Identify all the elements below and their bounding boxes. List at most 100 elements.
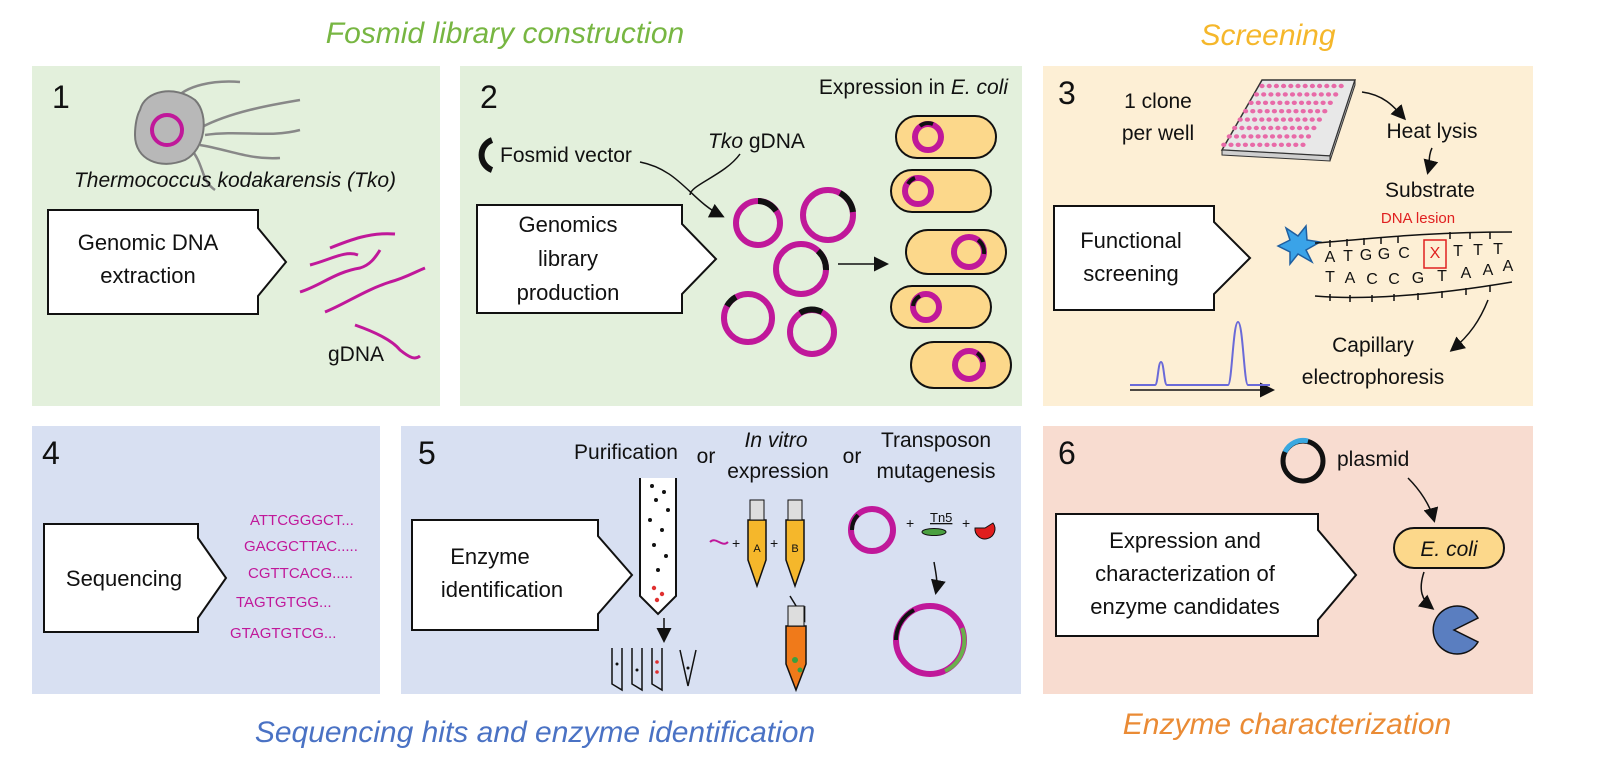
well [1275, 92, 1281, 97]
well [1322, 109, 1328, 114]
well [1250, 142, 1256, 147]
dna-top-strand [1314, 231, 1513, 244]
ecoli-to-enzyme-arrow [1417, 571, 1435, 610]
well [1306, 100, 1312, 106]
fosmid-vector-label: Fosmid vector [500, 144, 632, 167]
well [1266, 117, 1272, 122]
identification-arrow-box [411, 519, 634, 631]
well [1248, 134, 1254, 139]
well [1259, 117, 1265, 122]
plate-to-lysis-arrow [1361, 91, 1407, 121]
well [1284, 100, 1290, 106]
well [1232, 125, 1238, 131]
panel-5: 5 Enzyme identification Purification or … [401, 426, 1021, 694]
characterization-label-2: characterization of [1095, 561, 1276, 586]
dna-lesion-label: DNA lesion [1381, 210, 1455, 227]
dna-base: G [1360, 247, 1372, 264]
well [1253, 92, 1260, 97]
panel-4: 4 Sequencing ATTCGGGCT... GACGCTTAC.....… [32, 426, 380, 694]
well [1257, 109, 1263, 114]
lysis-to-substrate-arrow [1423, 147, 1439, 175]
archaeon-cell-icon [133, 80, 301, 192]
well [1317, 83, 1323, 89]
sequence-list: ATTCGGGCT... GACGCTTAC..... CGTTCACG....… [230, 512, 358, 642]
well [1221, 142, 1227, 147]
well [1262, 134, 1268, 139]
panel-4-number: 4 [42, 435, 60, 471]
well [1293, 109, 1299, 114]
fosmid-library-circles [721, 187, 856, 357]
well [1300, 109, 1306, 114]
tube-a-label: A [753, 543, 761, 555]
sequence-5: GTAGTGTCG... [230, 625, 336, 642]
invitro-tubes-icon: + A + B [709, 499, 807, 693]
electropherogram-trace [1130, 320, 1270, 386]
purification-column-icon [611, 478, 697, 692]
well [1288, 117, 1294, 122]
library-label-2: library [538, 246, 598, 271]
dna-bottom-strand [1314, 281, 1513, 299]
sequence-3: CGTTCACG..... [248, 565, 353, 582]
well [1289, 92, 1296, 97]
well [1268, 125, 1274, 131]
well [1268, 92, 1274, 97]
well [1313, 100, 1319, 106]
library-label-1: Genomics [518, 212, 617, 237]
sequencing-arrow-box [43, 523, 228, 633]
fosmid-vector-icon [478, 137, 494, 173]
library-arrow-box [476, 204, 718, 314]
well [1320, 100, 1326, 106]
panel-5-number: 5 [418, 435, 436, 471]
well [1264, 142, 1270, 147]
well [1233, 134, 1240, 139]
well [1286, 109, 1292, 114]
svg-text:+: + [732, 535, 740, 551]
dna-ticks [1329, 232, 1491, 302]
transposon-label-1: Transposon [881, 429, 991, 452]
well [1305, 134, 1312, 139]
identification-label-1: Enzyme [450, 544, 529, 569]
lesion-box [1423, 239, 1447, 269]
ecoli-label: E. coli [1420, 538, 1479, 561]
dna-base: T [1343, 248, 1353, 265]
tn5-label: Tn5 [930, 510, 952, 525]
dna-base: A [1345, 270, 1356, 287]
well [1259, 83, 1265, 89]
well [1237, 117, 1243, 122]
well [1338, 83, 1344, 89]
panel-6-number: 6 [1058, 435, 1076, 471]
well [1293, 142, 1299, 147]
invitro-label-1: In vitro [744, 429, 807, 452]
well [1257, 142, 1263, 147]
well [1298, 100, 1305, 106]
panel-6: 6 plasmid Expression and characterizatio… [1043, 426, 1533, 694]
or-label-1: or [697, 445, 716, 468]
dna-base: C [1398, 245, 1410, 262]
well [1302, 117, 1308, 122]
well [1279, 109, 1285, 114]
well-plate-icon [1220, 79, 1357, 162]
panel-2: 2 Expression in E. coli Fosmid vector Tk… [460, 66, 1022, 406]
sequence-1: ATTCGGGCT... [250, 512, 354, 529]
gdna-label: gDNA [328, 343, 384, 366]
dna-base: A [1325, 249, 1336, 266]
dna-base: G [1412, 270, 1424, 287]
well [1300, 142, 1306, 147]
well [1324, 83, 1330, 89]
well [1280, 117, 1286, 122]
well [1318, 92, 1324, 97]
well [1270, 100, 1276, 106]
well [1239, 125, 1245, 131]
well [1296, 125, 1303, 131]
well [1252, 117, 1258, 122]
well [1311, 92, 1317, 97]
well [1302, 83, 1308, 89]
well [1243, 109, 1249, 114]
well [1260, 125, 1267, 131]
heading-sequencing: Sequencing hits and enzyme identificatio… [255, 716, 815, 749]
well [1255, 134, 1261, 139]
sequence-2: GACGCTTAC..... [244, 538, 358, 555]
well [1309, 83, 1315, 89]
